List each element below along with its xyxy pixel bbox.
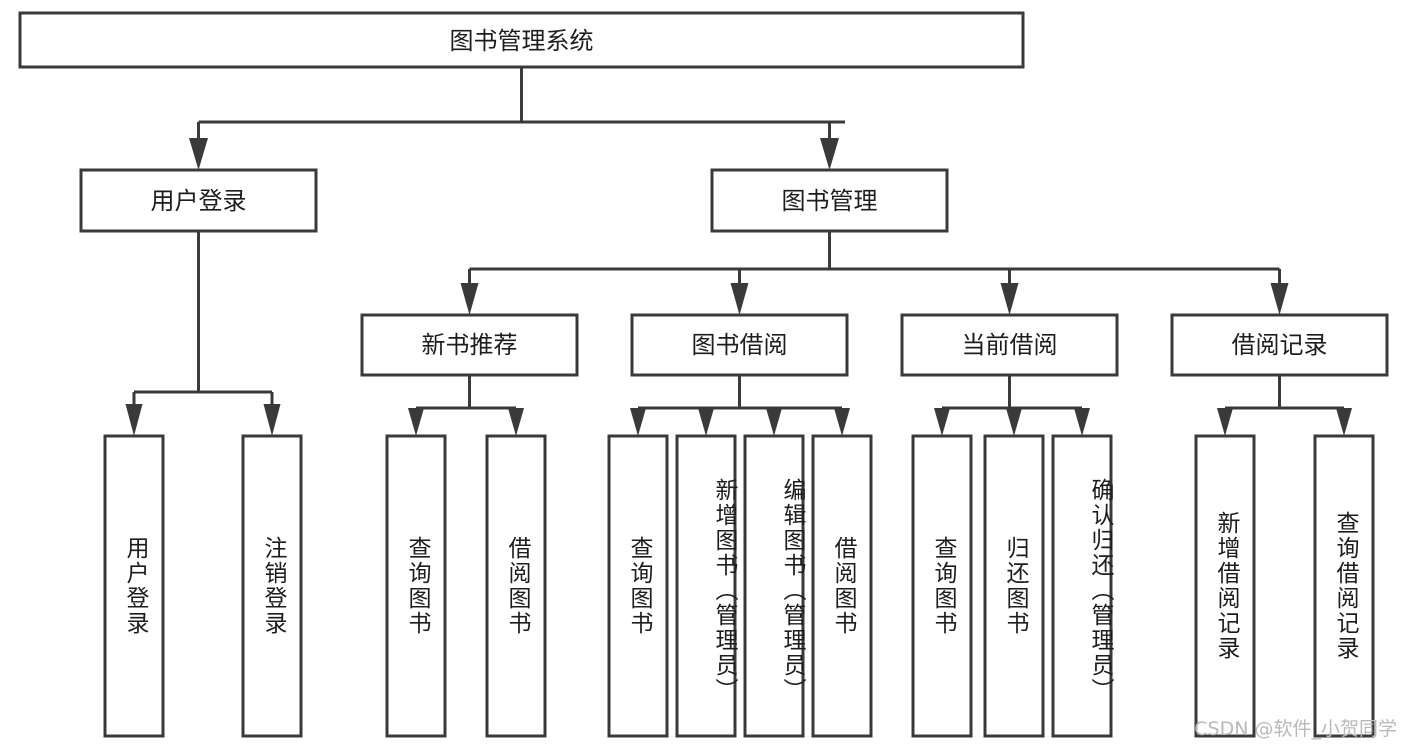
node-borrow-record-label: 借阅记录 <box>1232 331 1328 359</box>
arrow-head-leaf-confirm-return-admin <box>1074 408 1090 436</box>
arrow-head-leaf-query-borrow-record <box>1336 408 1352 436</box>
arrow-head-leaf-add-book-admin <box>698 408 714 436</box>
arrow-head-leaf-return-book <box>1006 408 1022 436</box>
node-leaf-query-book-recommend-box[interactable] <box>385 434 447 738</box>
arrow-head-leaf-query-book-current <box>934 408 950 436</box>
node-root[interactable]: 图书管理系统 <box>18 11 1025 69</box>
arrow-head-leaf-add-borrow-record <box>1217 408 1233 436</box>
node-leaf-query-borrow-record-box[interactable] <box>1313 434 1375 738</box>
connector-layer <box>125 67 1352 436</box>
arrow-head-new-book-recommend <box>460 283 479 315</box>
node-leaf-edit-book-admin-box[interactable] <box>743 434 805 738</box>
node-leaf-confirm-return-admin-box[interactable] <box>1051 434 1113 738</box>
node-current-borrow[interactable]: 当前借阅 <box>900 313 1119 377</box>
arrow-head-leaf-borrow-book <box>834 408 850 436</box>
node-leaf-query-book-current-box[interactable] <box>911 434 973 738</box>
arrow-head-leaf-logout <box>263 404 281 436</box>
node-current-borrow-label: 当前借阅 <box>962 331 1058 359</box>
connector-user-login-bus <box>132 231 274 404</box>
node-new-book-recommend[interactable]: 新书推荐 <box>360 313 579 377</box>
node-root-label: 图书管理系统 <box>450 27 594 55</box>
arrow-head-user-login <box>189 138 208 170</box>
node-user-login-box[interactable] <box>79 168 318 233</box>
node-new-book-recommend-label: 新书推荐 <box>422 331 518 359</box>
connector-new-book-recommend-bus <box>414 375 518 414</box>
node-leaf-user-login-box[interactable] <box>103 434 165 738</box>
node-borrow-record-box[interactable] <box>1170 313 1389 377</box>
node-book-manage-box[interactable] <box>710 168 949 233</box>
node-leaf-borrow-book-box[interactable] <box>811 434 873 738</box>
node-leaf-logout-box[interactable] <box>241 434 303 738</box>
node-layer: 图书管理系统 用户登录 图书管理 新书推荐 图书借阅 <box>18 11 1389 738</box>
node-borrow-record[interactable]: 借阅记录 <box>1170 313 1389 377</box>
node-book-borrow[interactable]: 图书借阅 <box>630 313 849 377</box>
node-leaf-borrow-book-recommend-box[interactable] <box>485 434 547 738</box>
arrow-head-leaf-edit-book-admin <box>766 408 782 436</box>
node-leaf-add-borrow-record-box[interactable] <box>1194 434 1256 738</box>
arrow-head-leaf-query-book-recommend <box>408 408 424 436</box>
node-leaf-return-book-box[interactable] <box>983 434 1045 738</box>
connector-borrow-record-bus <box>1223 375 1346 414</box>
node-book-borrow-label: 图书借阅 <box>692 331 788 359</box>
node-user-login[interactable]: 用户登录 <box>79 168 318 233</box>
arrow-head-book-manage <box>820 138 839 170</box>
node-user-login-label: 用户登录 <box>151 187 247 215</box>
node-book-borrow-box[interactable] <box>630 313 849 377</box>
arrow-head-leaf-user-login <box>125 404 143 436</box>
connector-book-manage-bus <box>468 231 1281 285</box>
arrow-head-leaf-borrow-book-recommend <box>508 408 524 436</box>
arrow-head-borrow-record <box>1270 283 1289 315</box>
arrow-head-current-borrow <box>1000 283 1019 315</box>
node-leaf-add-book-admin-box[interactable] <box>675 434 737 738</box>
node-root-box[interactable] <box>18 11 1025 69</box>
node-new-book-recommend-box[interactable] <box>360 313 579 377</box>
connector-root-to-level2 <box>197 67 845 140</box>
node-leaf-query-book-borrow-box[interactable] <box>607 434 669 738</box>
connector-book-borrow-bus <box>636 375 844 414</box>
node-book-manage-label: 图书管理 <box>782 187 878 215</box>
node-current-borrow-box[interactable] <box>900 313 1119 377</box>
csdn-watermark: CSDN @软件_小贺同学 <box>1194 718 1397 740</box>
arrow-head-leaf-query-book-borrow <box>630 408 646 436</box>
arrow-head-book-borrow <box>730 283 749 315</box>
node-book-manage[interactable]: 图书管理 <box>710 168 949 233</box>
